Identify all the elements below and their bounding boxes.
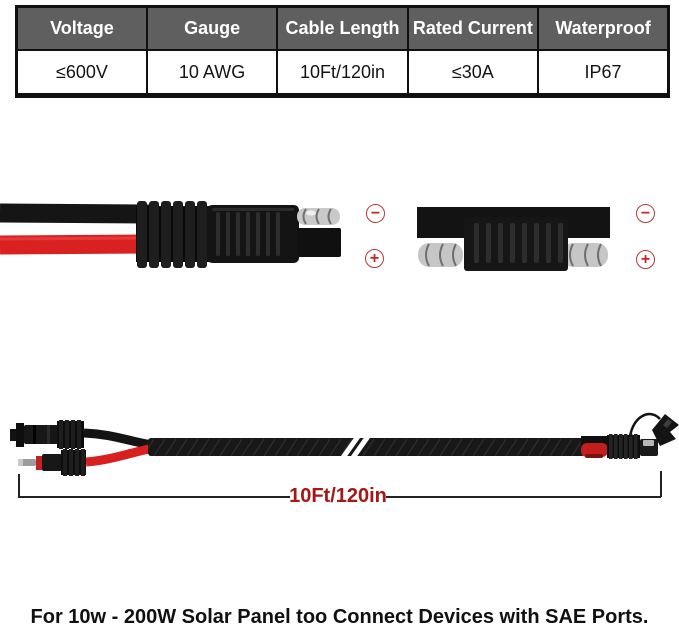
spec-value-rated-current: ≤30A	[406, 49, 540, 97]
spec-header-waterproof: Waterproof	[537, 5, 670, 51]
spec-value-cable-length: 10Ft/120in	[276, 49, 409, 97]
cable-illustration	[10, 412, 679, 498]
plus-icon: +	[365, 249, 384, 268]
spec-value-voltage: ≤600V	[15, 49, 148, 97]
spec-header-gauge: Gauge	[145, 5, 279, 51]
spec-table-value-row: ≤600V 10 AWG 10Ft/120in ≤30A IP67	[15, 49, 670, 97]
sae-coupler-illustration	[417, 207, 610, 271]
sae-plug-illustration	[0, 201, 341, 268]
spec-value-waterproof: IP67	[537, 49, 670, 97]
caption-text: For 10w - 200W Solar Panel too Connect D…	[30, 606, 649, 628]
dimension-lines	[18, 471, 662, 498]
spec-header-cable-length: Cable Length	[276, 5, 409, 51]
minus-icon: −	[636, 204, 655, 223]
plus-icon: +	[636, 250, 655, 269]
spec-table: Voltage Gauge Cable Length Rated Current…	[15, 5, 670, 98]
minus-icon: −	[366, 204, 385, 223]
dimension-label: 10Ft/120in	[289, 485, 387, 507]
minus-glyph: −	[370, 204, 381, 222]
spec-header-voltage: Voltage	[15, 5, 148, 51]
plus-glyph: +	[369, 249, 380, 267]
minus-glyph: −	[640, 204, 651, 222]
spec-value-gauge: 10 AWG	[145, 49, 279, 97]
spec-table-header-row: Voltage Gauge Cable Length Rated Current…	[15, 5, 670, 51]
plus-glyph: +	[640, 250, 651, 268]
spec-header-rated-current: Rated Current	[406, 5, 540, 51]
